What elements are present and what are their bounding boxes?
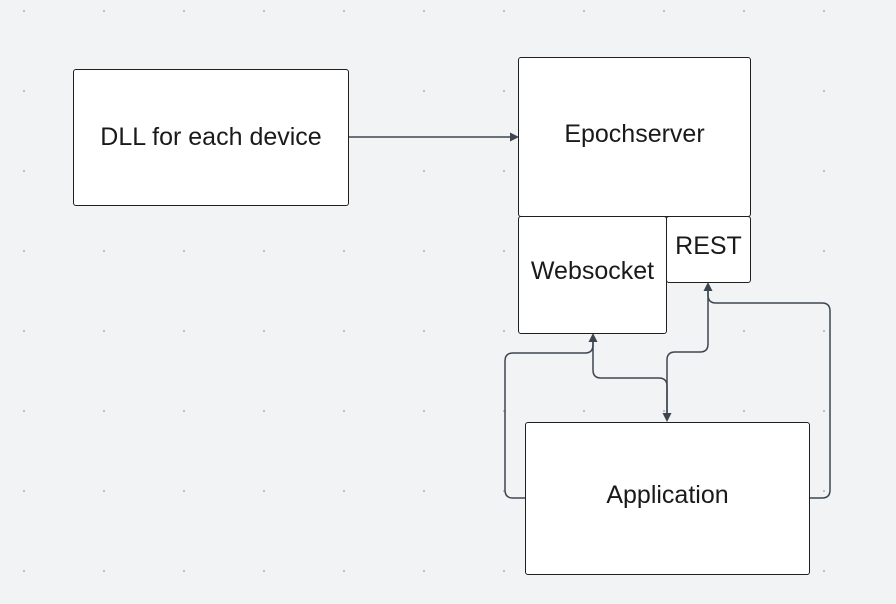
node-rest-label: REST	[675, 232, 742, 260]
node-dll[interactable]: DLL for each device	[73, 69, 349, 206]
node-epochserver-label: Epochserver	[564, 120, 705, 148]
node-websocket[interactable]: Websocket	[518, 216, 667, 334]
arrowhead-application	[662, 413, 672, 422]
connector-rest-to-application[interactable]	[666, 290, 709, 413]
arrowhead-rest	[703, 282, 713, 291]
connector-application-to-websocket[interactable]	[504, 341, 594, 499]
arrowhead-epochserver	[510, 132, 519, 142]
node-epochserver[interactable]: Epochserver	[518, 57, 751, 217]
connector-application-to-rest[interactable]	[707, 290, 831, 499]
node-application[interactable]: Application	[525, 422, 810, 575]
node-rest[interactable]: REST	[666, 216, 751, 283]
node-websocket-label: Websocket	[530, 257, 655, 285]
node-application-label: Application	[606, 481, 729, 509]
connector-websocket-to-application[interactable]	[592, 341, 668, 413]
node-dll-label: DLL for each device	[100, 123, 322, 151]
arrowhead-websocket	[588, 333, 598, 342]
